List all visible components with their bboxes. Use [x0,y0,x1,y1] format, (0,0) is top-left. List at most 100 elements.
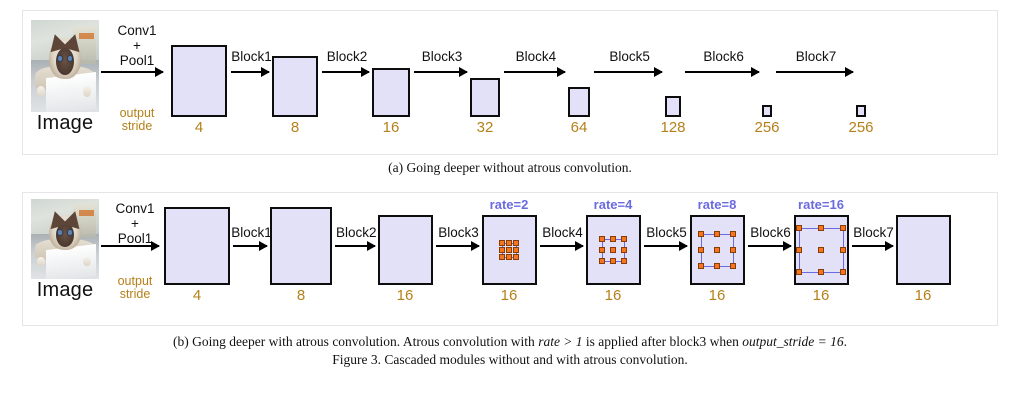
kernel-sample-point [506,240,512,246]
output-stride-value-a-5: 64 [570,119,588,136]
conv1-pool1-label-b: Conv1+Pool1 [107,201,163,246]
kernel-sample-point [796,225,802,231]
kernel-sample-point [513,254,519,260]
kernel-sample-point [818,269,824,275]
cat-paw-right [82,256,91,267]
kernel-sample-point [513,240,519,246]
output-stride-value-b-3: 16 [396,287,414,304]
feature-block-b-5 [585,215,641,285]
cat-eye-right [67,55,73,62]
input-image-thumbnail-a [31,20,99,112]
conv1-pool1-line-b-3: Pool1 [117,231,153,246]
kernel-sample-point [714,247,720,253]
output-stride-line-2: stride [121,119,153,133]
arrow-label-a-2: Block2 [326,49,368,64]
caption-b: (b) Going deeper with atrous convolution… [0,334,1020,350]
kernel-sample-point [730,263,736,269]
output-stride-line-b-1: output [117,274,153,288]
feature-block-a-1 [170,44,228,117]
kernel-sample-point [621,236,627,242]
feature-block-b-1 [164,207,230,285]
feature-block-b-8 [895,215,951,285]
arrow-label-a-7: Block7 [795,49,837,64]
cat-eye-left [57,230,63,235]
cat-paw-right [82,86,91,98]
kernel-sample-point [796,269,802,275]
output-stride-value-b-5: 16 [604,287,622,304]
output-stride-value-b-1: 4 [192,287,202,304]
output-stride-value-a-2: 8 [290,119,300,136]
arrow-label-a-3: Block3 [421,49,463,64]
rate-label-4: rate=4 [593,197,633,212]
panel-a-arrow-1 [231,67,270,77]
cat-paw-left [37,86,46,98]
kernel-sample-point [599,236,605,242]
panel-a-conv-arrow-0 [101,67,164,77]
kernel-sample-point [714,263,720,269]
kernel-sample-point [610,236,616,242]
rate-label-8: rate=8 [697,197,737,212]
kernel-sample-point [621,258,627,264]
kernel-sample-point [698,247,704,253]
output-stride-value-b-2: 8 [296,287,306,304]
kernel-sample-point [610,258,616,264]
output-stride-line-b-2: stride [119,287,151,301]
feature-block-a-8 [856,104,866,117]
panel-a-arrow-7 [775,67,855,77]
conv1-pool1-line-b-2: + [131,216,139,231]
panel-a-arrow-3 [414,67,468,77]
caption-b-text-3: . [843,334,847,349]
kernel-sample-point [796,247,802,253]
panel-a-arrow-6 [685,67,760,77]
kernel-sample-point [840,269,846,275]
kernel-sample-point [840,247,846,253]
arrow-label-b-5: Block5 [646,225,687,240]
face-region [56,47,74,76]
feature-block-a-5 [567,86,591,117]
feature-block-a-6 [664,95,682,117]
caption-a: (a) Going deeper without atrous convolut… [388,160,632,175]
kernel-sample-point [621,247,627,253]
output-stride-value-b-8: 16 [914,287,932,304]
panel-b-conv-arrow-0 [101,241,160,251]
output-stride-value-a-4: 32 [476,119,494,136]
arrow-label-b-7: Block7 [853,225,894,240]
conv1-pool1-line-b-1: Conv1 [115,201,155,216]
feature-block-b-2 [270,207,332,285]
cat-eye-right [67,230,73,235]
conv1-pool1-line-2: + [133,38,141,53]
arrow-label-a-4: Block4 [515,49,557,64]
arrow-label-b-6: Block6 [750,225,791,240]
feature-block-a-3 [371,67,411,117]
kernel-sample-point [840,225,846,231]
atrous-kernel-rate-16 [796,225,846,275]
arrow-label-b-2: Block2 [335,225,377,240]
atrous-kernel-rate-8 [698,231,736,269]
arrow-label-b-1: Block1 [231,225,272,240]
kernel-sample-point [698,231,704,237]
atrous-kernel-rate-4 [599,236,627,264]
kernel-sample-point [506,254,512,260]
kernel-sample-point [499,254,505,260]
caption-figure-3: Figure 3. Cascaded modules without and w… [332,352,688,367]
cat-eye-left [57,55,63,62]
feature-block-a-7 [762,104,772,117]
arrow-label-b-3: Block3 [438,225,479,240]
arrow-label-a-5: Block5 [609,49,650,64]
conv1-pool1-label: Conv1+Pool1 [109,23,165,68]
kernel-sample-point [714,231,720,237]
kernel-sample-point [610,247,616,253]
feature-block-a-2 [271,56,319,117]
conv1-pool1-line-1: Conv1 [117,23,157,38]
panel-b-arrow-6 [747,241,792,251]
image-label-a: Image [36,112,94,134]
rate-label-2: rate=2 [489,197,529,212]
shelf2-region [78,210,94,216]
cat-paw-left [37,256,46,267]
output-stride-value-b-4: 16 [500,287,518,304]
